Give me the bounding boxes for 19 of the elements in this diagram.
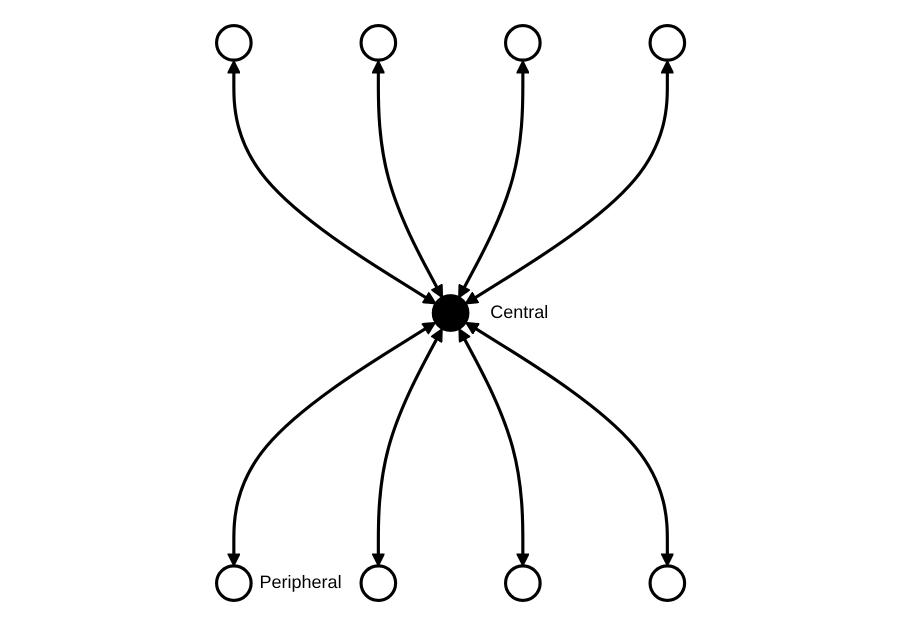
double-arrow — [372, 60, 444, 298]
double-arrow — [466, 322, 675, 566]
circle-node — [504, 24, 542, 62]
circle-node — [360, 564, 398, 602]
double-arrow — [372, 328, 444, 566]
circle-node — [215, 564, 254, 602]
circle-node — [215, 24, 254, 62]
circle-node — [432, 294, 470, 332]
circle-node — [648, 24, 687, 62]
node-caption: Peripheral — [260, 572, 342, 594]
double-arrow — [458, 60, 530, 298]
node-caption: Central — [490, 302, 548, 323]
double-arrow — [458, 328, 530, 566]
double-arrow — [227, 322, 436, 566]
double-arrow — [227, 60, 437, 304]
double-arrow — [465, 60, 675, 304]
circle-node — [648, 564, 687, 602]
circle-node — [360, 24, 398, 62]
circle-node — [504, 564, 542, 602]
